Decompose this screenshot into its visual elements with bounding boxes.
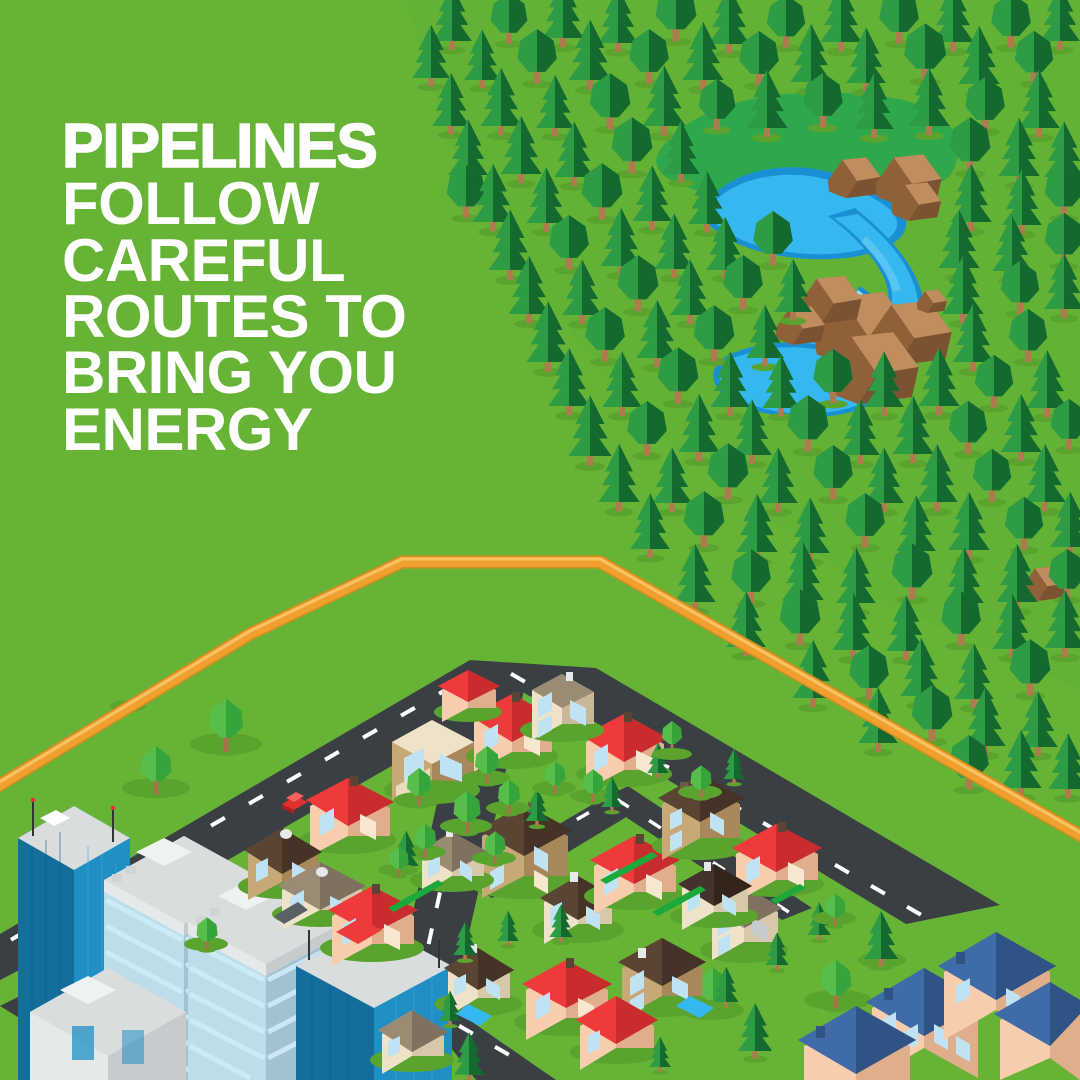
house-brown-right [670, 862, 758, 930]
house-small-cream [410, 828, 494, 894]
headline-line-1: PIPELINES [61, 112, 378, 181]
headline-line-3: CAREFUL [62, 226, 346, 294]
house-modern-grey [520, 672, 604, 742]
headline-block: PIPELINES FOLLOW CAREFUL ROUTES TO BRING… [61, 112, 482, 463]
podium-building [30, 968, 186, 1080]
house-red-7 [570, 996, 662, 1070]
headline-line-6: ENERGY [62, 395, 313, 463]
house-red-2 [300, 776, 396, 856]
house-brown-bottom [434, 944, 522, 1026]
pipeline-route [0, 555, 1080, 843]
house-red-9 [434, 670, 502, 722]
house-red-4 [584, 834, 684, 914]
red-car [282, 792, 308, 814]
suburb-trees [184, 721, 856, 1075]
house-grey-bottomleft [370, 1010, 454, 1074]
vehicles [282, 792, 308, 814]
townhouse-row [798, 932, 1080, 1080]
headline-line-2: FOLLOW [62, 170, 319, 238]
house-bungalow-grey [272, 862, 368, 930]
house-twostorey-right [652, 774, 748, 860]
house-red-8 [728, 822, 824, 902]
headline-line-5: BRING YOU [62, 339, 397, 407]
headline-line-4: ROUTES TO [62, 283, 407, 351]
hedges [388, 852, 806, 916]
